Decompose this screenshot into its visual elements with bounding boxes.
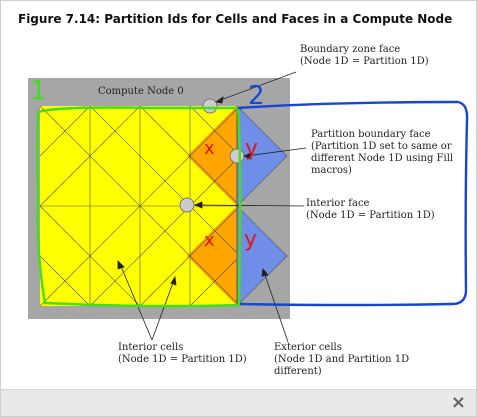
interior-face-marker xyxy=(179,197,195,213)
partition-boundary-face-line-1: Partition boundary face xyxy=(311,129,431,140)
close-icon[interactable]: × xyxy=(450,392,466,413)
mark-y-bottom: y xyxy=(244,227,257,252)
compute-node-label: Compute Node 0 xyxy=(98,86,184,97)
figure-title: Figure 7.14: Partition Ids for Cells and… xyxy=(18,12,453,26)
interior-cells-label: Interior cells (Node 1D = Partition 1D) xyxy=(118,342,247,366)
exterior-cells-label: Exterior cells (Node 1D and Partition 1D… xyxy=(274,342,409,378)
partition-boundary-face-line-3: different Node 1D using Fill xyxy=(311,153,454,164)
mark-y-top: y xyxy=(245,136,258,161)
exterior-cells-line-3: different) xyxy=(274,366,322,377)
interior-cells-line-1: Interior cells xyxy=(118,342,184,353)
footer-bar: × xyxy=(1,389,476,416)
interior-face-label: Interior face (Node 1D = Partition 1D) xyxy=(306,198,435,222)
green-outline xyxy=(36,106,242,308)
partition-boundary-face-label: Partition boundary face (Partition 1D se… xyxy=(311,129,453,177)
mesh-lines xyxy=(39,105,288,307)
boundary-zone-face-marker xyxy=(202,98,218,114)
partition-cell-bottom xyxy=(187,206,237,306)
mark-2: 2 xyxy=(248,81,265,111)
boundary-zone-face-line-2: (Node 1D = Partition 1D) xyxy=(300,56,429,67)
boundary-zone-face-line-1: Boundary zone face xyxy=(300,44,401,55)
partition-boundary-face-line-4: macros) xyxy=(311,165,352,176)
mark-x-bottom: x xyxy=(204,230,215,251)
partition-cell-top xyxy=(187,106,237,206)
blue-outline xyxy=(237,100,469,307)
boundary-zone-face-label: Boundary zone face (Node 1D = Partition … xyxy=(300,44,429,68)
interior-cells-line-2: (Node 1D = Partition 1D) xyxy=(118,354,247,365)
mark-x-top: x xyxy=(204,138,215,159)
interior-face-line-1: Interior face xyxy=(306,198,370,209)
exterior-cell-bottom xyxy=(237,206,287,306)
mark-1: 1 xyxy=(30,76,47,106)
exterior-cells-line-2: (Node 1D and Partition 1D xyxy=(274,354,410,365)
leader-lines xyxy=(117,71,307,343)
partition-boundary-face-line-2: (Partition 1D set to same or xyxy=(311,141,452,152)
exterior-cell-top xyxy=(237,106,287,206)
partition-boundary-face-marker xyxy=(229,148,245,164)
exterior-cells-line-1: Exterior cells xyxy=(274,342,342,353)
interior-face-line-2: (Node 1D = Partition 1D) xyxy=(306,210,435,221)
